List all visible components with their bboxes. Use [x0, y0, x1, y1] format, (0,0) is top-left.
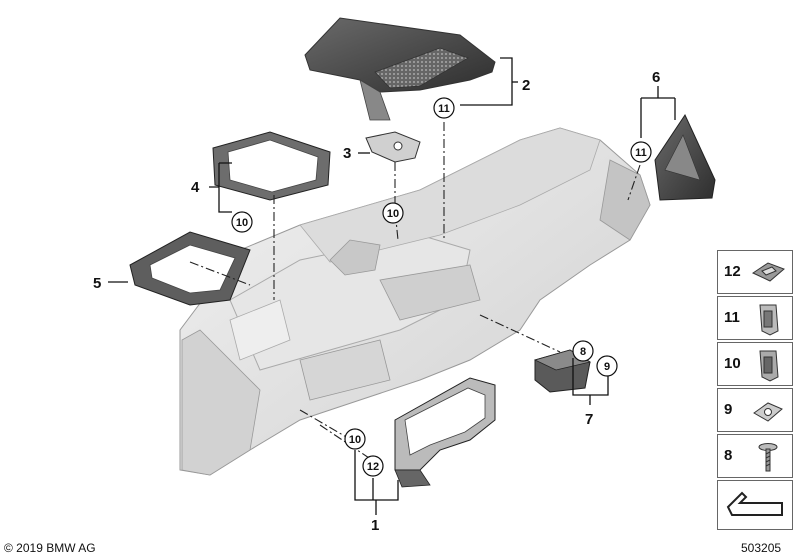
callout-3: 3	[343, 145, 351, 162]
callout-1: 1	[371, 517, 379, 534]
legend-cell-9: 9	[717, 388, 793, 432]
callout-7: 7	[585, 411, 593, 428]
cluster-trim-part-1	[394, 377, 496, 488]
screw-icon	[758, 443, 778, 472]
ref-circle-12: 12	[362, 455, 384, 477]
pointer-arrow-icon	[726, 491, 783, 516]
ref-circle-8: 8	[572, 340, 594, 362]
svg-text:9: 9	[604, 361, 610, 373]
bracket-part-3	[365, 131, 421, 163]
legend-number-10: 10	[724, 355, 741, 372]
legend-cell-8: 8	[717, 434, 793, 478]
circled-references: 11 11 10 10 8 9 10 12	[231, 97, 652, 477]
svg-text:10: 10	[236, 217, 248, 229]
ref-circle-10-cluster: 10	[344, 428, 366, 450]
callout-6: 6	[652, 69, 660, 86]
clip-nut-icon	[759, 304, 779, 336]
legend-cell-12: 12	[717, 250, 793, 294]
display-frame-part-4	[212, 131, 331, 201]
top-cover-part-2	[304, 17, 496, 121]
svg-text:8: 8	[580, 346, 586, 358]
ref-circle-10-center: 10	[382, 202, 404, 224]
callout-5: 5	[93, 275, 101, 292]
speed-nut-icon	[751, 262, 785, 282]
legend-cell-11: 11	[717, 296, 793, 340]
copyright-text: © 2019 BMW AG	[4, 541, 96, 555]
legend-cell-10: 10	[717, 342, 793, 386]
legend-number-12: 12	[724, 263, 741, 280]
legend-number-9: 9	[724, 401, 733, 418]
dashboard-carrier	[179, 127, 651, 476]
legend-number-8: 8	[724, 447, 733, 464]
ref-circle-10-frame: 10	[231, 211, 253, 233]
ref-circle-11-side: 11	[630, 141, 652, 163]
callout-2: 2	[522, 77, 530, 94]
diagram-number: 503205	[741, 541, 782, 555]
legend-cell-arrow	[717, 480, 793, 530]
ref-circle-11-top: 11	[433, 97, 455, 119]
legend-number-11: 11	[724, 309, 740, 326]
svg-text:10: 10	[349, 434, 361, 446]
svg-text:10: 10	[387, 208, 399, 220]
svg-text:11: 11	[635, 147, 647, 159]
svg-text:11: 11	[438, 103, 450, 115]
frame-part-5	[129, 231, 251, 306]
callout-leaders	[108, 57, 676, 515]
clip-nut-icon	[759, 350, 779, 382]
callout-numbers: 2 6 3 4 5 7 1	[93, 69, 660, 534]
svg-text:12: 12	[367, 461, 379, 473]
ref-circle-9: 9	[596, 355, 618, 377]
callout-4: 4	[191, 179, 200, 196]
side-panel-part-6	[654, 113, 716, 201]
u-nut-icon	[753, 402, 783, 422]
